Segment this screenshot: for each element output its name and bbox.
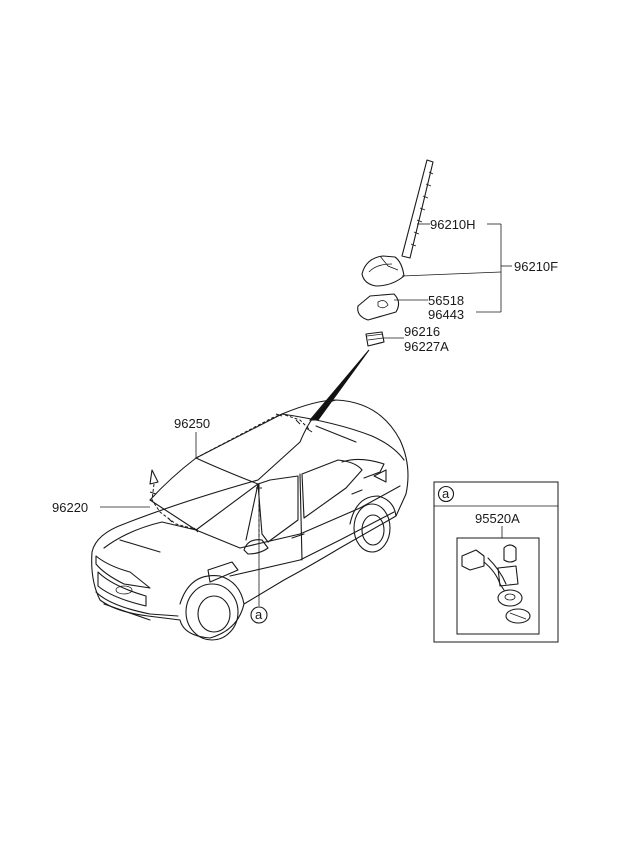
car-body bbox=[91, 399, 409, 641]
main-cable bbox=[149, 483, 262, 540]
leader-lines bbox=[100, 223, 512, 606]
label-antenna-rod: 96210H bbox=[430, 217, 476, 232]
label-gasket: 96443 bbox=[428, 307, 464, 322]
label-pad: 56518 bbox=[428, 293, 464, 308]
antenna-rod bbox=[401, 159, 434, 259]
label-nut: 96216 bbox=[404, 324, 440, 339]
antenna-base bbox=[361, 255, 405, 287]
label-detail-ref-car: a bbox=[255, 607, 263, 622]
label-roof-cable: 96250 bbox=[174, 416, 210, 431]
roof-cable bbox=[195, 413, 313, 459]
label-connector: 96227A bbox=[404, 339, 449, 354]
label-main-cable: 96220 bbox=[52, 500, 88, 515]
detail-ref-circle bbox=[250, 606, 268, 624]
detail-box bbox=[433, 481, 559, 643]
antenna-pad bbox=[357, 293, 400, 321]
label-detail-ref-box: a bbox=[442, 486, 450, 501]
label-antenna-assy: 96210F bbox=[514, 259, 558, 274]
antenna-nut bbox=[365, 331, 385, 347]
install-arrow bbox=[308, 349, 370, 421]
label-detail-part: 95520A bbox=[475, 511, 520, 526]
